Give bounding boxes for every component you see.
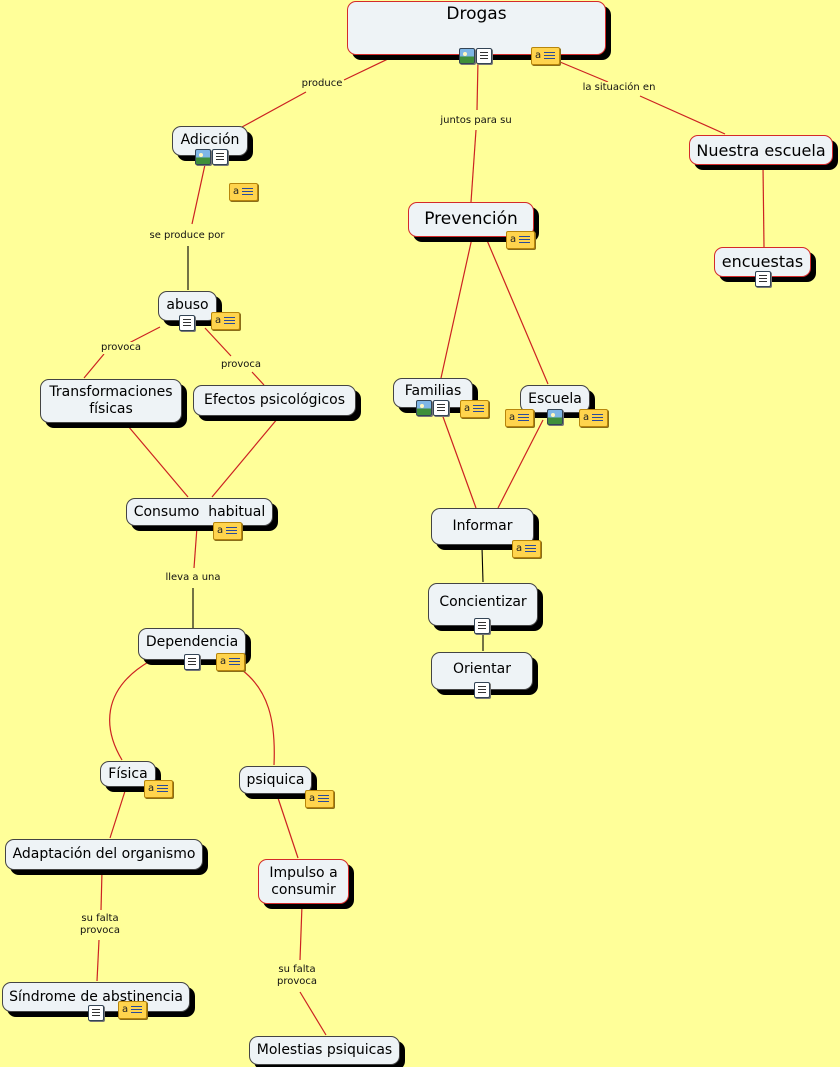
link-label-lleva: lleva a una: [164, 572, 222, 584]
annotation-note-icon[interactable]: a: [460, 400, 489, 418]
link-label-provoca: provoca: [219, 359, 263, 371]
annotation-note-icon[interactable]: a: [505, 409, 534, 427]
link-line: [299, 904, 303, 961]
document-resource-icon[interactable]: [88, 1005, 104, 1021]
annotation-note-icon[interactable]: a: [531, 47, 560, 65]
link-line: [193, 526, 198, 569]
annotation-note-icon[interactable]: a: [211, 312, 240, 330]
document-resource-icon[interactable]: [755, 271, 771, 287]
concept-adaptacion[interactable]: Adaptación del organismo: [5, 839, 203, 870]
image-resource-icon[interactable]: [459, 48, 475, 64]
annotation-note-icon[interactable]: a: [305, 790, 334, 808]
document-resource-icon[interactable]: [184, 654, 200, 670]
concept-informar[interactable]: Informar: [431, 508, 534, 545]
image-resource-icon[interactable]: [547, 409, 563, 425]
document-resource-icon[interactable]: [476, 48, 492, 64]
annotation-note-icon[interactable]: a: [118, 1001, 147, 1019]
link-line: [276, 794, 299, 859]
concept-fisica[interactable]: Física: [100, 761, 156, 787]
link-line: [127, 425, 189, 498]
concept-consumo-habitual[interactable]: Consumo habitual: [126, 498, 273, 526]
annotation-note-icon[interactable]: a: [579, 409, 608, 427]
annotation-note-icon[interactable]: a: [216, 653, 245, 671]
link-line: [299, 991, 327, 1036]
link-line: [497, 419, 544, 509]
concept-abuso[interactable]: abuso: [158, 291, 217, 321]
link-line: [241, 669, 275, 766]
link-line: [639, 95, 726, 135]
image-resource-icon[interactable]: [195, 149, 211, 165]
link-line: [100, 870, 103, 911]
concept-nuestra-escuela[interactable]: Nuestra escuela: [689, 135, 833, 165]
concept-psiquica[interactable]: psiquica: [239, 766, 312, 794]
concept-efectos[interactable]: Efectos psicológicos: [193, 385, 356, 416]
link-label-provoca: provoca: [99, 342, 143, 354]
annotation-note-icon[interactable]: a: [506, 231, 535, 249]
document-resource-icon[interactable]: [433, 400, 449, 416]
document-resource-icon[interactable]: [212, 149, 228, 165]
link-line: [241, 91, 307, 128]
concept-molestias[interactable]: Molestias psiquicas: [249, 1036, 400, 1065]
link-line: [96, 939, 100, 982]
document-resource-icon[interactable]: [474, 682, 490, 698]
link-line: [485, 237, 549, 385]
annotation-note-icon[interactable]: a: [213, 522, 242, 540]
connector-line: [481, 546, 484, 583]
concept-drogas[interactable]: Drogas: [347, 1, 606, 55]
link-line: [211, 417, 279, 498]
link-line: [441, 413, 477, 509]
link-line: [762, 165, 765, 248]
link-line: [251, 371, 265, 386]
document-resource-icon[interactable]: [179, 315, 195, 331]
link-line: [109, 787, 127, 839]
link-label-juntos: juntos para su: [439, 115, 513, 127]
link-line: [109, 660, 151, 761]
annotation-note-icon[interactable]: a: [144, 780, 173, 798]
annotation-note-icon[interactable]: a: [229, 183, 258, 201]
link-line: [559, 61, 609, 83]
link-label-se-produce: se produce por: [148, 230, 226, 242]
annotation-note-icon[interactable]: a: [512, 540, 541, 558]
link-label-su-falta: su falta provoca: [275, 964, 319, 988]
concept-transformaciones[interactable]: Transformaciones físicas: [40, 379, 182, 423]
link-line: [204, 327, 232, 357]
link-label-su-falta: su falta provoca: [78, 913, 122, 937]
link-line: [476, 59, 479, 111]
link-line: [191, 159, 207, 225]
concept-impulso[interactable]: Impulso a consumir: [258, 859, 349, 904]
link-line: [126, 326, 161, 345]
link-line: [440, 237, 473, 379]
link-line: [83, 353, 105, 379]
link-line: [470, 129, 477, 203]
link-line: [343, 57, 391, 81]
link-label-produce: produce: [300, 78, 344, 90]
image-resource-icon[interactable]: [416, 400, 432, 416]
document-resource-icon[interactable]: [474, 618, 490, 634]
link-label-situacion: la situación en: [581, 82, 657, 94]
